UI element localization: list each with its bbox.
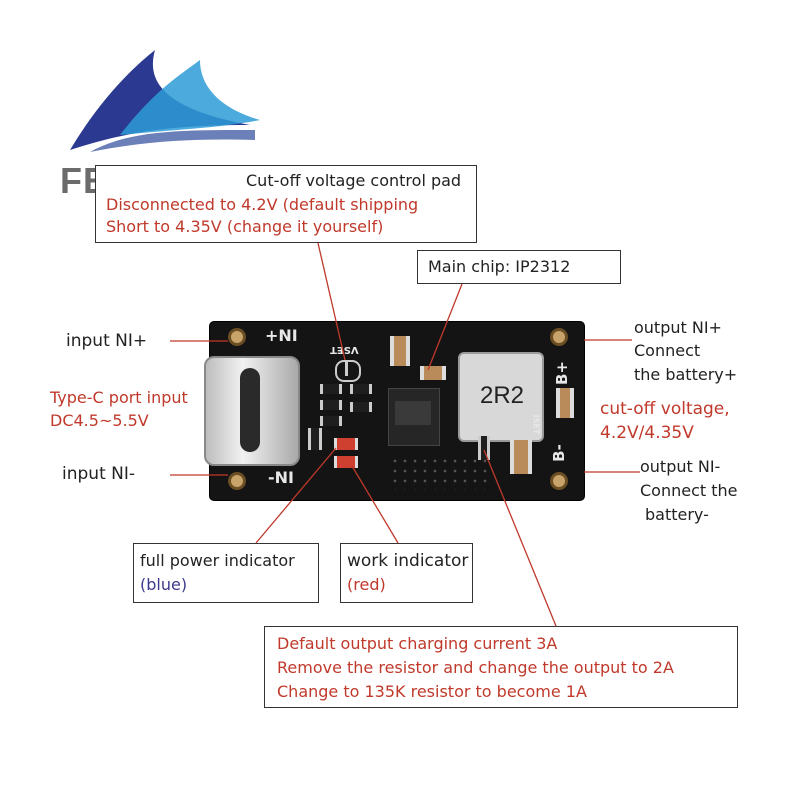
silk-b-minus: B- (549, 444, 568, 462)
resistor-6 (308, 428, 322, 450)
led-blue (334, 438, 358, 450)
main-chip-label: Main chip: IP2312 (428, 257, 571, 276)
pad-input-negative (228, 472, 246, 490)
charging-current-line1: Default output charging current 3A (277, 634, 558, 653)
input-positive-label: input NI+ (66, 331, 148, 351)
work-indicator-color: (red) (347, 575, 386, 594)
resistor-2 (320, 400, 342, 410)
main-chip-callout: Main chip: IP2312 (417, 250, 621, 284)
capacitor-mid (420, 366, 446, 380)
silk-b-plus: B+ (553, 360, 572, 386)
input-negative-label: input NI- (62, 464, 135, 484)
capacitor-right-bottom (510, 440, 532, 474)
output-negative-label: output NI- (640, 457, 721, 476)
charging-current-line2: Remove the resistor and change the outpu… (277, 658, 674, 677)
vset-solder-pad (335, 360, 361, 382)
resistor-3 (320, 416, 342, 426)
via-grid (390, 456, 490, 490)
charging-current-callout: Default output charging current 3A Remov… (264, 626, 738, 708)
voltage-pad-line2: Short to 4.35V (change it yourself) (106, 217, 384, 236)
resistor-4 (350, 384, 372, 394)
output-positive-connect: Connect (634, 341, 701, 360)
cutoff-voltage-label: cut-off voltage, (600, 399, 730, 419)
charging-current-line3: Change to 135K resistor to become 1A (277, 682, 587, 701)
capacitor-right-top (556, 388, 574, 418)
ip2312-chip (388, 388, 440, 446)
full-power-indicator-label: full power indicator (140, 551, 295, 570)
silk-plus-ni: +NI (265, 326, 298, 345)
typec-opening (240, 368, 260, 452)
inductor-label: 2R2 (480, 382, 525, 409)
typec-voltage-label: DC4.5~5.5V (50, 411, 149, 430)
resistor-1 (320, 384, 342, 394)
voltage-pad-title: Cut-off voltage control pad (246, 171, 462, 190)
silk-minus-ni: -NI (268, 468, 294, 487)
work-indicator-callout: work indicator (red) (340, 543, 473, 603)
pad-input-positive (228, 328, 246, 346)
full-power-indicator-color: (blue) (140, 575, 188, 594)
pcb-board: +NI -NI B+ B- VSET 2R2 ISET (204, 322, 584, 500)
output-negative-connect: Connect the (640, 481, 738, 500)
silk-iset: ISET (531, 414, 541, 435)
inductor-2r2: 2R2 (458, 352, 544, 442)
resistor-5 (350, 402, 372, 412)
voltage-pad-callout: Cut-off voltage control pad Disconnected… (95, 165, 477, 243)
work-indicator-label: work indicator (347, 551, 469, 571)
led-red (334, 456, 358, 468)
capacitor-top (390, 336, 410, 366)
silk-vset: VSET (330, 344, 359, 355)
output-positive-battery: the battery+ (634, 365, 738, 384)
cutoff-voltage-values: 4.2V/4.35V (600, 423, 694, 443)
output-positive-label: output NI+ (634, 318, 722, 337)
pad-battery-positive (550, 328, 568, 346)
typec-port-label: Type-C port input (50, 388, 188, 407)
output-negative-battery: battery- (645, 505, 709, 524)
logo-wing-icon (70, 50, 260, 152)
full-power-indicator-callout: full power indicator (blue) (133, 543, 319, 603)
pad-battery-negative (550, 472, 568, 490)
voltage-pad-line1: Disconnected to 4.2V (default shipping (106, 195, 419, 214)
typec-connector (204, 356, 300, 466)
